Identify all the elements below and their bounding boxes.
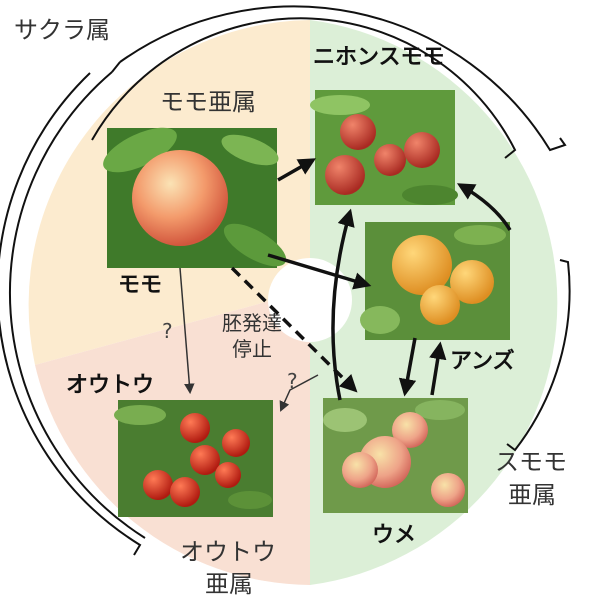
arrow-ume-to-nihonsumomo — [331, 208, 355, 401]
momo-bracket — [91, 17, 517, 159]
otouto-subgenus-label-line2: 亜属 — [205, 570, 253, 598]
momo-label: モモ — [118, 273, 162, 298]
genus-bracket — [0, 5, 567, 556]
sumomo-bracket — [506, 259, 571, 452]
arrow-momo-to-anzu — [267, 253, 372, 290]
sumomo-subgenus-label-line2: 亜属 — [508, 481, 556, 509]
otouto-photo — [114, 400, 273, 517]
nihonsumomo-photo — [310, 90, 458, 205]
ume-label: ウメ — [372, 523, 416, 548]
question-mark-otouto-ume: ? — [287, 369, 298, 393]
arrow-anzu-to-ume — [398, 337, 417, 397]
otouto-label: オウトウ — [66, 373, 154, 398]
anzu-photo — [360, 222, 510, 340]
nihonsumomo-label: ニホンスモモ — [313, 45, 445, 70]
momo-subgenus-label: モモ亜属 — [160, 88, 256, 116]
arrow-otouto-to-ume — [279, 374, 319, 412]
arrow-anzu-to-nihonsumomo — [456, 183, 512, 231]
arrow-momo-to-otouto — [179, 267, 195, 395]
genus-bracket-outer — [8, 71, 146, 539]
ume-photo — [323, 398, 468, 513]
embryo-arrest-label-line2: 停止 — [232, 337, 272, 361]
arrow-momo-to-nihonsumomo — [277, 158, 317, 182]
genus-label: サクラ属 — [14, 16, 110, 44]
otouto-subgenus-label-line1: オウトウ — [180, 538, 276, 566]
question-mark-momo-otouto: ? — [162, 319, 173, 343]
sumomo-subgenus-label-line1: スモモ — [495, 448, 567, 476]
arrow-ume-to-anzu — [429, 341, 447, 396]
anzu-label: アンズ — [450, 348, 515, 374]
center-hole — [268, 258, 352, 342]
embryo-arrest-label-line1: 胚発達 — [222, 311, 282, 335]
momo-photo — [103, 127, 287, 268]
